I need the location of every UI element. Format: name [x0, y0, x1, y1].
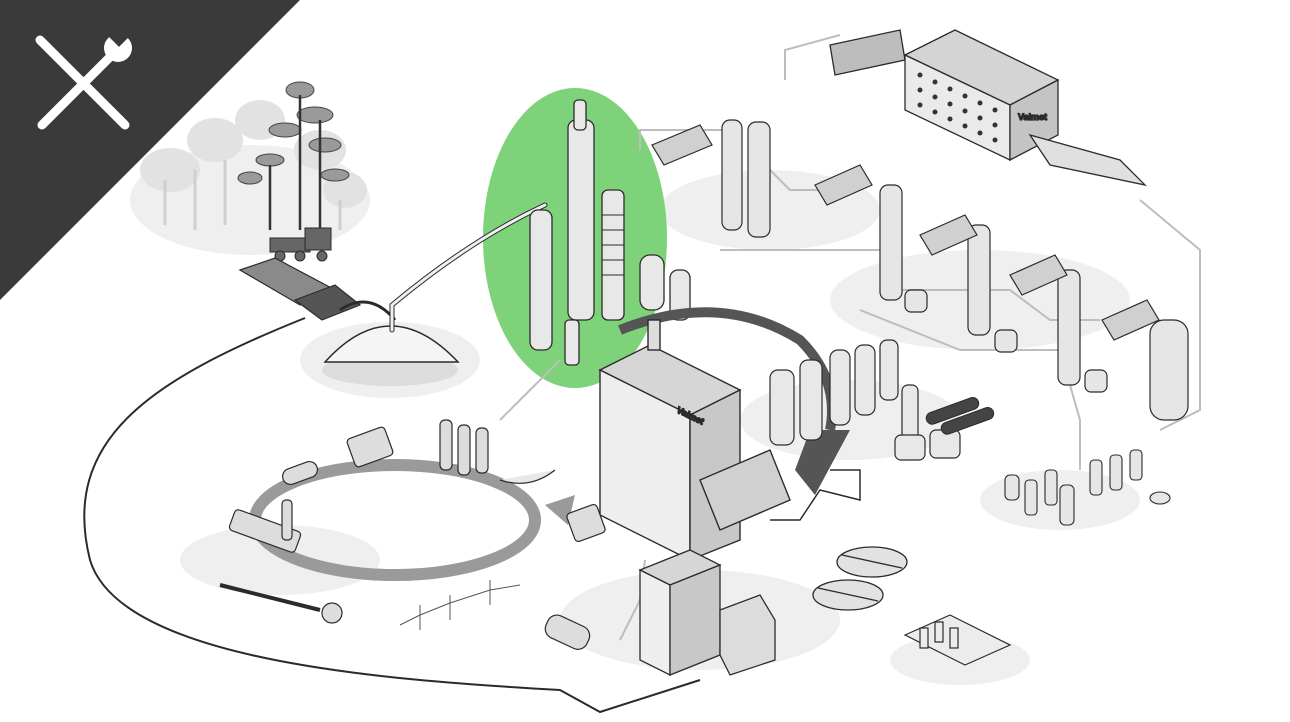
clarifiers	[812, 546, 908, 611]
harvester	[269, 227, 332, 262]
chip-pile	[322, 202, 548, 386]
warehouse-brand-label: Valmet	[1018, 112, 1047, 122]
corner-badge[interactable]	[0, 0, 300, 300]
foundation	[903, 614, 1012, 666]
ring-equipment	[219, 419, 606, 650]
recovery-arrowhead	[795, 430, 850, 495]
kilns	[925, 396, 995, 435]
power-line	[399, 580, 521, 630]
wrench-head-icon	[104, 27, 132, 62]
log-conveyor	[238, 257, 397, 321]
process-loop-line	[83, 317, 701, 714]
power-plant	[638, 549, 776, 677]
warehouse: Valmet	[829, 29, 1148, 187]
tools-icon	[35, 35, 130, 130]
water-treatment	[1004, 449, 1171, 526]
forest	[140, 81, 367, 230]
recovery-boiler: Valmet	[598, 319, 791, 562]
causticizing-area	[769, 339, 961, 461]
washers	[651, 124, 1160, 341]
bleaching-plant	[721, 119, 1189, 421]
digester-group	[529, 99, 691, 366]
feedback-line	[770, 469, 861, 521]
